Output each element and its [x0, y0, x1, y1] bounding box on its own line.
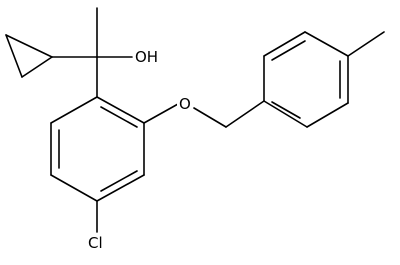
chlorophenyl-ring: [50, 96, 179, 233]
bond: [263, 100, 308, 128]
double-bond: [100, 106, 138, 128]
carbinol-center: [51, 7, 133, 98]
ether-bond: [193, 107, 227, 128]
ether-bond: [143, 103, 179, 124]
double-bond: [100, 170, 138, 192]
bond: [5, 34, 53, 58]
bond: [304, 31, 349, 57]
bond: [96, 174, 145, 202]
bond: [50, 96, 98, 124]
bond: [5, 34, 23, 78]
bond: [306, 102, 349, 128]
cyclopropyl-ring: [5, 34, 53, 78]
bond: [96, 96, 145, 124]
methylphenyl-ring: [263, 31, 385, 128]
methyl-bond: [347, 31, 385, 57]
atom-labels: OH O Cl: [86, 47, 193, 253]
benzyl-linker: [193, 100, 265, 128]
hydroxyl-label: OH: [135, 48, 158, 66]
bond: [21, 56, 53, 78]
bond: [50, 174, 98, 202]
ether-oxygen-label: O: [179, 95, 191, 113]
double-bond: [271, 40, 306, 61]
bond: [225, 100, 265, 128]
chlorine-label: Cl: [88, 234, 103, 252]
double-bond: [271, 101, 301, 119]
bond: [263, 31, 306, 57]
